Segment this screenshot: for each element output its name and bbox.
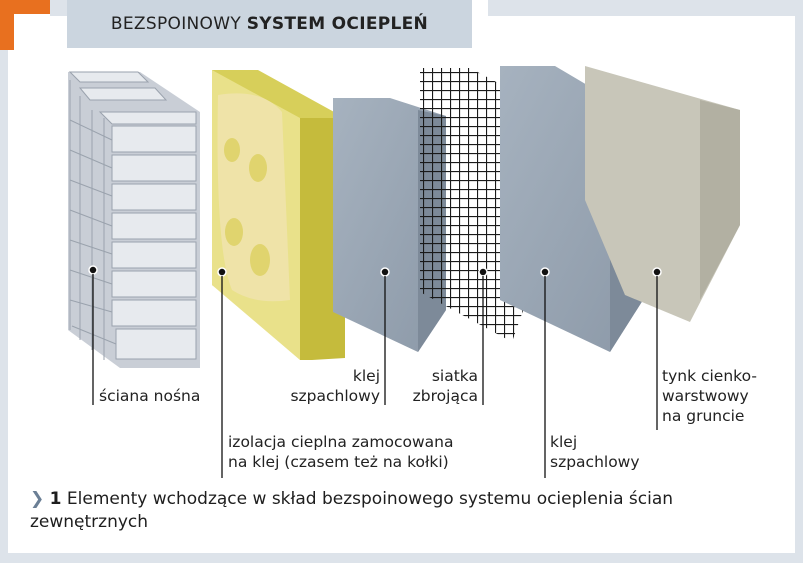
frame-left <box>0 0 8 563</box>
caption-text: Elementy wchodzące w skład bezspoinowego… <box>30 489 674 532</box>
label-line: klej <box>352 367 380 385</box>
title-bar: BEZSPOINOWY SYSTEM OCIEPLEŃ <box>67 0 472 48</box>
page-title: BEZSPOINOWY SYSTEM OCIEPLEŃ <box>111 14 428 34</box>
label-line: szpachlowy <box>290 387 380 405</box>
adhesive-layer-1 <box>333 98 446 352</box>
title-bold: SYSTEM OCIEPLEŃ <box>246 14 429 34</box>
corner-cutout <box>14 14 50 50</box>
caption-number: 1 <box>49 489 62 509</box>
frame-gap <box>472 0 488 16</box>
label-line: klej <box>550 433 578 451</box>
frame-bottom <box>0 553 803 563</box>
frame-right <box>795 0 803 563</box>
label-line: warstwowy <box>662 387 749 405</box>
label-line: tynk cienko- <box>662 367 757 385</box>
label-wall: ściana nośna <box>99 386 200 406</box>
chevron-right-icon: ❯ <box>30 489 45 509</box>
label-line: siatka <box>431 367 478 385</box>
label-line: szpachlowy <box>550 453 640 471</box>
figure-caption: ❯ 1 Elementy wchodzące w skład bezspoino… <box>30 488 770 534</box>
wall-layer <box>68 71 200 368</box>
label-render: tynk cienko- warstwowy na gruncie <box>662 366 757 426</box>
label-adhesive-1: klej szpachlowy <box>284 366 380 406</box>
label-insulation: izolacja cieplna zamocowana na klej (cza… <box>228 432 453 472</box>
label-line: na gruncie <box>662 407 745 425</box>
label-adhesive-2: klej szpachlowy <box>550 432 640 472</box>
label-line: izolacja cieplna zamocowana <box>228 433 454 451</box>
insulation-layer <box>212 70 345 360</box>
label-line: zbrojąca <box>412 387 478 405</box>
label-line: ściana nośna <box>99 387 201 405</box>
title-normal: BEZSPOINOWY <box>110 14 247 34</box>
label-line: na klej (czasem też na kołki) <box>228 453 449 471</box>
label-mesh: siatka zbrojąca <box>400 366 478 406</box>
leader-lines <box>88 265 662 478</box>
